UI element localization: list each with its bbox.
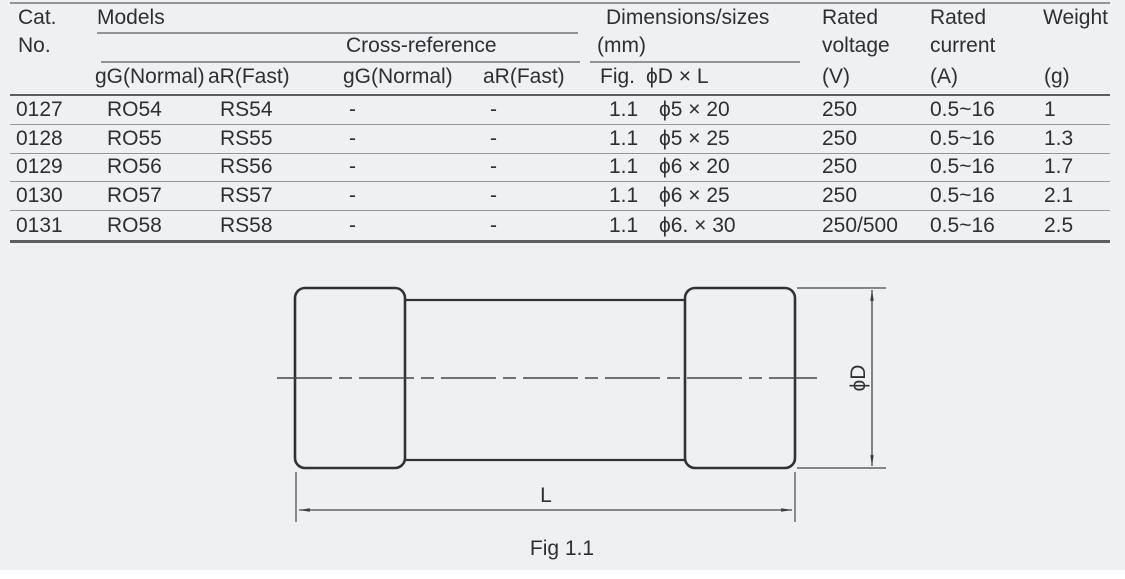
cell-cat-no: 0129 (16, 155, 63, 179)
cell-current: 0.5~16 (930, 126, 995, 150)
cell-model-gg: RO58 (107, 213, 162, 237)
cell-crossref-gg: - (349, 155, 356, 179)
cell-model-ar: RS54 (220, 97, 273, 121)
cell-model-gg: RO54 (107, 97, 162, 121)
cell-cat-no: 0127 (16, 97, 63, 121)
table-top-rule (10, 2, 1110, 4)
length-label: L (540, 484, 552, 507)
cell-weight: 1.3 (1044, 126, 1074, 150)
cell-cat-no: 0130 (16, 184, 63, 208)
header-cross-reference: Cross-reference (346, 34, 497, 57)
cell-crossref-ar: - (490, 213, 497, 237)
cell-current: 0.5~16 (930, 97, 995, 121)
cell-cat-no: 0128 (16, 126, 63, 150)
cell-model-ar: RS56 (220, 155, 273, 179)
header-rated-voltage-1: Rated (822, 6, 879, 29)
cell-fig: 1.1 (609, 213, 639, 237)
cell-model-gg: RO55 (107, 126, 162, 150)
subheader-ar-fast-crossref: aR(Fast) (483, 65, 565, 88)
cell-crossref-gg: - (349, 126, 356, 150)
header-rated-voltage-2: voltage (822, 34, 890, 57)
subheader-fig: Fig. (600, 65, 636, 88)
cell-dxl: ϕ6. × 30 (659, 213, 736, 237)
table-row: 0131 RO58 RS58 - - 1.1 ϕ6. × 30 250/500 … (10, 211, 1110, 240)
models-underline (97, 32, 578, 34)
cell-model-ar: RS55 (220, 126, 273, 150)
cell-crossref-ar: - (490, 97, 497, 121)
header-dimensions: Dimensions/sizes (606, 6, 770, 29)
spec-table-body: 0127 RO54 RS54 - - 1.1 ϕ5 × 20 250 0.5~1… (10, 96, 1110, 240)
cell-current: 0.5~16 (930, 184, 995, 208)
figure-caption: Fig 1.1 (530, 537, 594, 560)
table-bottom-rule (10, 240, 1110, 243)
cell-model-gg: RO56 (107, 155, 162, 179)
table-row: 0127 RO54 RS54 - - 1.1 ϕ5 × 20 250 0.5~1… (10, 96, 1110, 125)
cell-crossref-ar: - (490, 155, 497, 179)
header-no: No. (18, 34, 51, 57)
subheader-voltage-unit: (V) (822, 65, 850, 88)
table-row: 0130 RO57 RS57 - - 1.1 ϕ6 × 25 250 0.5~1… (10, 182, 1110, 212)
table-row: 0129 RO56 RS56 - - 1.1 ϕ6 × 20 250 0.5~1… (10, 154, 1110, 183)
subheader-gg-normal-models: gG(Normal) (95, 65, 205, 88)
cell-dxl: ϕ5 × 25 (659, 126, 730, 150)
cell-model-ar: RS57 (220, 184, 273, 208)
cell-fig: 1.1 (609, 155, 639, 179)
cell-crossref-gg: - (349, 97, 356, 121)
cell-crossref-ar: - (490, 184, 497, 208)
cell-voltage: 250/500 (822, 213, 898, 237)
cell-fig: 1.1 (609, 184, 639, 208)
cell-crossref-gg: - (349, 213, 356, 237)
cell-dxl: ϕ6 × 25 (659, 184, 730, 208)
cell-weight: 1.7 (1044, 155, 1074, 179)
header-rated-current-1: Rated (930, 6, 987, 29)
cell-crossref-gg: - (349, 184, 356, 208)
cell-voltage: 250 (822, 155, 858, 179)
cell-dxl: ϕ6 × 20 (659, 155, 730, 179)
header-bottom-rule (10, 93, 1110, 96)
cell-voltage: 250 (822, 97, 858, 121)
cell-weight: 2.1 (1044, 184, 1074, 208)
subheader-gg-normal-crossref: gG(Normal) (343, 65, 453, 88)
cell-crossref-ar: - (490, 126, 497, 150)
page-bottom-margin (0, 570, 1125, 579)
cell-weight: 1 (1044, 97, 1056, 121)
header-weight: Weight (1043, 6, 1108, 29)
cell-fig: 1.1 (609, 97, 639, 121)
diameter-label: ϕD (847, 365, 870, 392)
crossref-underline (101, 61, 580, 63)
header-rated-current-2: current (930, 34, 996, 57)
subheader-current-unit: (A) (930, 65, 958, 88)
cell-model-ar: RS58 (220, 213, 273, 237)
cell-dxl: ϕ5 × 20 (659, 97, 730, 121)
dimensions-underline (590, 61, 800, 63)
table-row: 0128 RO55 RS55 - - 1.1 ϕ5 × 25 250 0.5~1… (10, 125, 1110, 154)
cell-cat-no: 0131 (16, 213, 63, 237)
header-models: Models (97, 6, 165, 29)
subheader-d-x-l: ϕD × L (646, 65, 709, 88)
subheader-weight-unit: (g) (1044, 65, 1070, 88)
cell-voltage: 250 (822, 126, 858, 150)
cell-current: 0.5~16 (930, 155, 995, 179)
header-cat: Cat. (18, 6, 57, 29)
cell-voltage: 250 (822, 184, 858, 208)
cell-model-gg: RO57 (107, 184, 162, 208)
header-dimensions-mm: (mm) (597, 34, 646, 57)
subheader-ar-fast-models: aR(Fast) (208, 65, 290, 88)
cell-weight: 2.5 (1044, 213, 1074, 237)
cell-current: 0.5~16 (930, 213, 995, 237)
cell-fig: 1.1 (609, 126, 639, 150)
fuse-diagram: ϕD L Fig 1.1 (277, 286, 886, 560)
